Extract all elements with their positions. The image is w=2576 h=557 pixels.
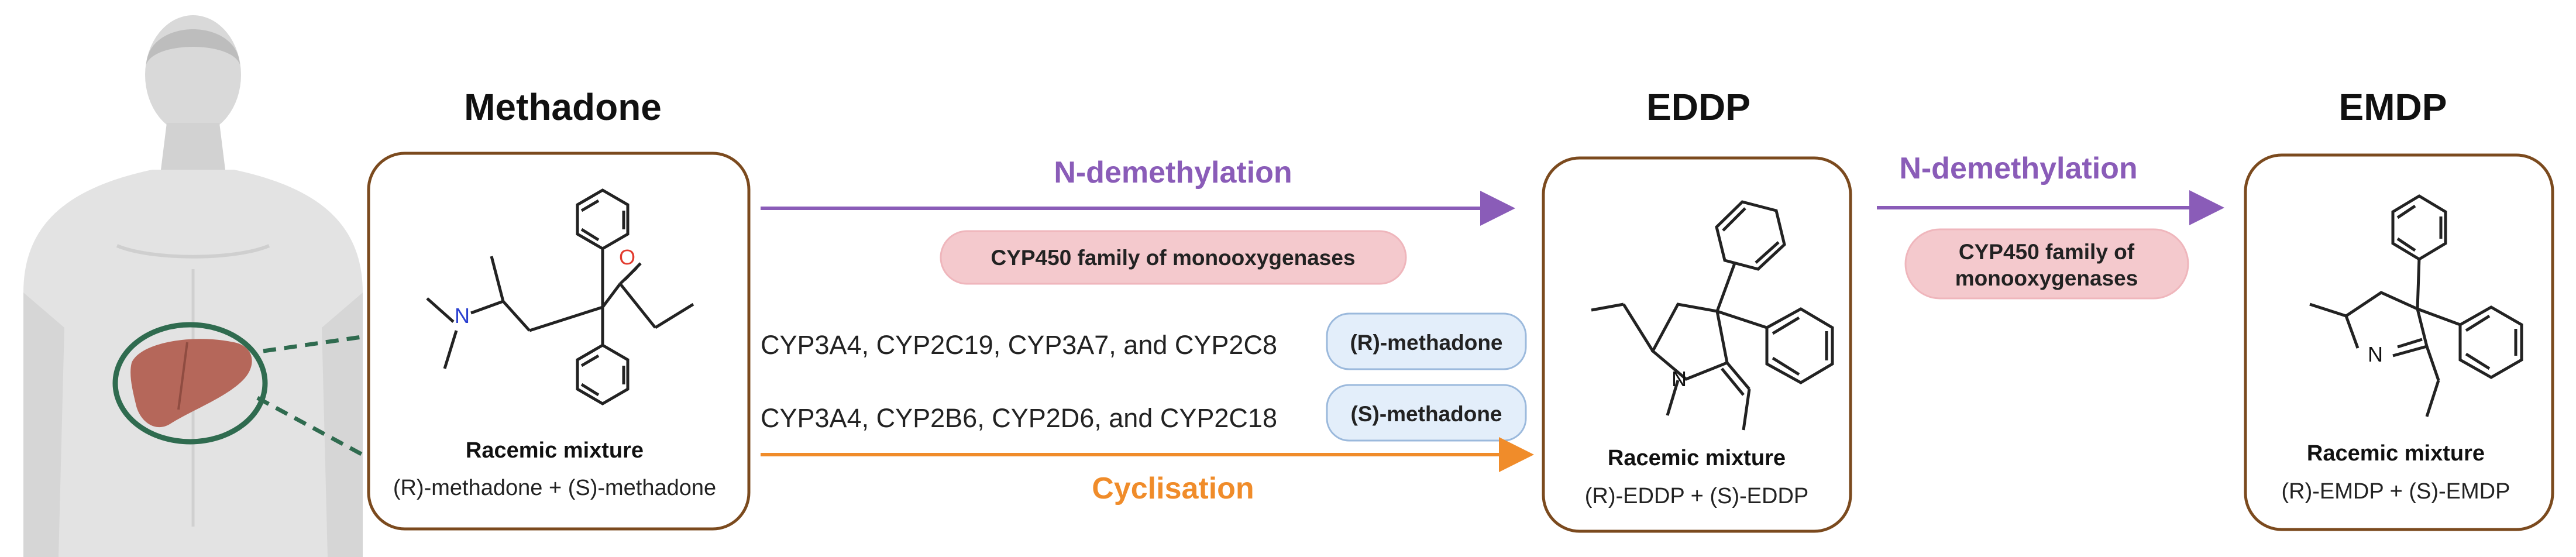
methadone-structure: [426, 188, 694, 405]
r-methadone-tag-text: (R)-methadone: [1350, 331, 1502, 355]
eddp-structure: [1591, 200, 1834, 431]
callout-line-top: [263, 334, 366, 353]
cyclisation-label: Cyclisation: [1092, 472, 1254, 506]
enzymes-r-text: CYP3A4, CYP2C19, CYP3A7, and CYP2C8: [761, 330, 1277, 360]
enzyme-pill-2: [1904, 228, 2189, 300]
eddp-sublabel: (R)-EDDP + (S)-EDDP: [1585, 484, 1809, 508]
human-torso-icon: [23, 15, 363, 557]
methadone-oxygen: O: [619, 245, 635, 269]
eddp-nitrogen: N: [1672, 367, 1687, 391]
enzymes-s-text: CYP3A4, CYP2B6, CYP2D6, and CYP2C18: [761, 403, 1277, 433]
emdp-title: EMDP: [2339, 86, 2447, 128]
emdp-label: Racemic mixture: [2307, 441, 2485, 466]
eddp-title: EDDP: [1646, 86, 1750, 128]
demethylation-1-label: N-demethylation: [1054, 156, 1292, 190]
emdp-box: [2244, 153, 2554, 531]
eddp-box: [1542, 156, 1852, 533]
s-methadone-tag: [1326, 384, 1527, 442]
emdp-structure: [2309, 194, 2523, 417]
s-methadone-tag-text: (S)-methadone: [1351, 402, 1502, 426]
enzyme-pill-2-line1: CYP450 family of: [1959, 240, 2135, 264]
liver-ring: [112, 322, 268, 445]
methadone-sublabel: (R)-methadone + (S)-methadone: [393, 476, 716, 500]
enzyme-pill-2-line2: monooxygenases: [1955, 266, 2138, 290]
methadone-title: Methadone: [464, 86, 662, 128]
enzyme-pill-1-text: CYP450 family of monooxygenases: [990, 246, 1355, 270]
methadone-box: [367, 152, 751, 531]
enzyme-pill-1: [940, 230, 1407, 285]
eddp-label: Racemic mixture: [1608, 446, 1786, 470]
methadone-nitrogen: N: [455, 304, 470, 328]
r-methadone-tag: [1326, 312, 1527, 370]
emdp-nitrogen: N: [2368, 342, 2383, 366]
liver-icon: [130, 339, 252, 428]
demethylation-2-label: N-demethylation: [1899, 152, 2137, 185]
emdp-sublabel: (R)-EMDP + (S)-EMDP: [2282, 479, 2510, 504]
methadone-label: Racemic mixture: [466, 438, 644, 463]
